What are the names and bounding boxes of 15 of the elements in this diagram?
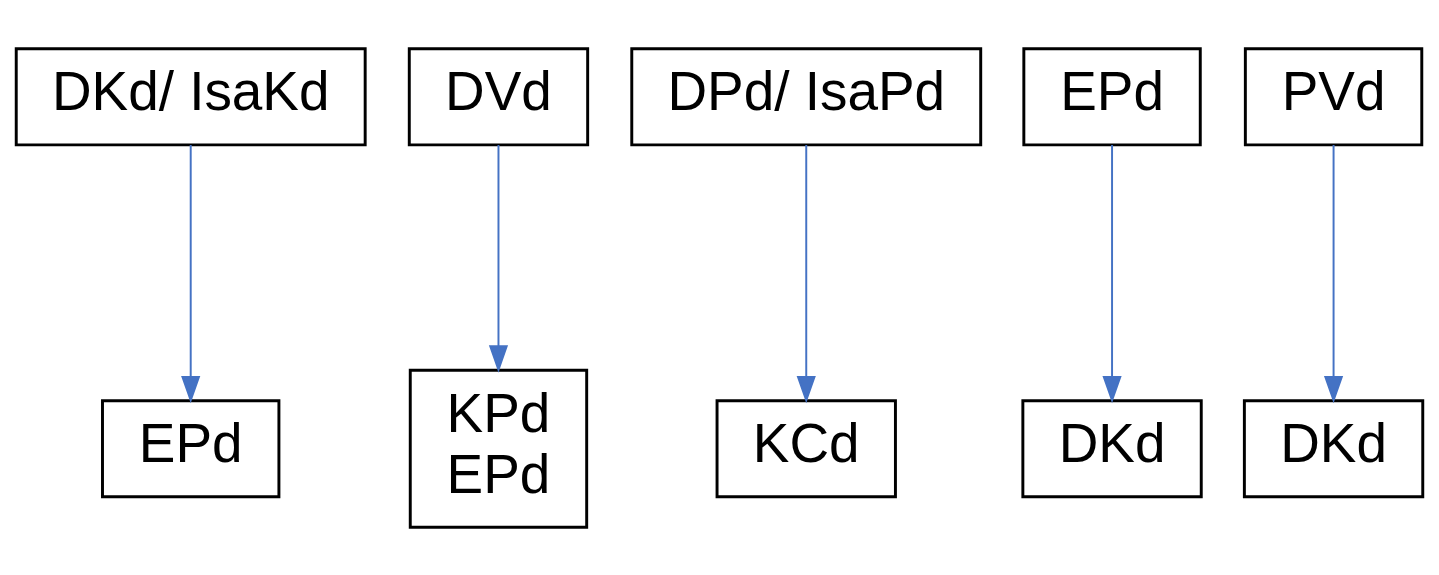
node-box: DKd/ IsaKd — [14, 46, 367, 146]
arrow — [488, 143, 509, 373]
node-box: KCd — [715, 398, 897, 498]
arrow — [796, 143, 816, 403]
node-box: DKd — [1242, 398, 1425, 498]
node-box: DPd/ IsaPd — [630, 46, 983, 146]
node-box: KPd EPd — [408, 368, 589, 529]
arrow — [1323, 143, 1344, 403]
arrow — [1102, 143, 1122, 403]
arrow — [181, 143, 201, 403]
node-box: PVd — [1243, 46, 1424, 146]
node-box: DKd — [1021, 398, 1203, 498]
node-box: EPd — [1022, 46, 1202, 146]
node-box: DVd — [407, 46, 590, 146]
node-box: EPd — [101, 398, 281, 498]
